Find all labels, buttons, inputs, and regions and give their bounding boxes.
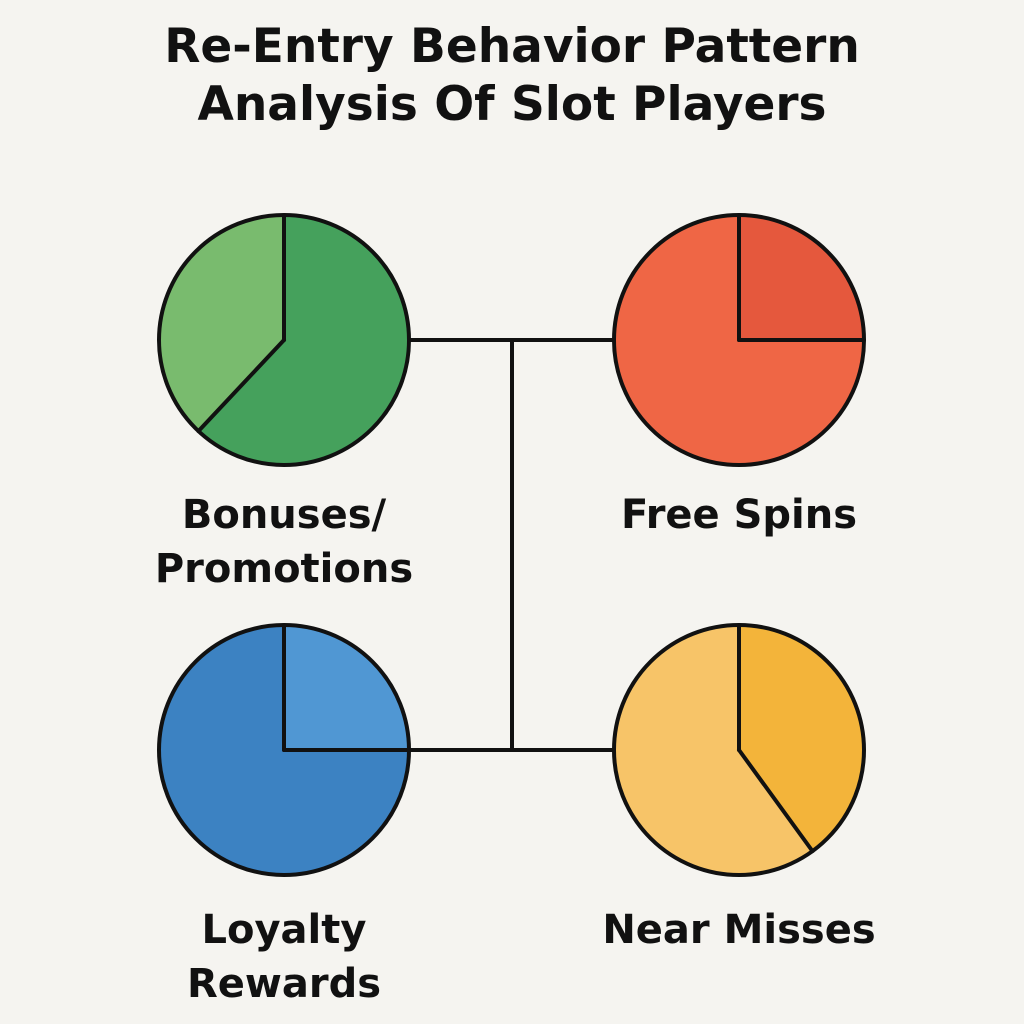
pie-slice (198, 215, 409, 466)
chart-title-line-2: Analysis Of Slot Players (197, 77, 827, 132)
pie-chart (157, 213, 411, 467)
pie-slice (614, 625, 813, 875)
pie-outline (157, 213, 411, 467)
pie-label-line: Loyalty (202, 907, 367, 953)
pie-outline (612, 213, 866, 467)
pie-label: Free Spins (621, 492, 857, 538)
pie-label: Bonuses/Promotions (155, 492, 413, 592)
pie-chart (612, 623, 866, 877)
chart-title: Re-Entry Behavior Pattern Analysis Of Sl… (0, 18, 1024, 134)
pie-label-line: Promotions (155, 546, 413, 592)
connector-lines (409, 338, 614, 752)
pie-slice (739, 625, 865, 852)
pie-slice-divider (737, 748, 815, 854)
pie-slice (284, 625, 409, 750)
pie-label: Near Misses (602, 907, 875, 953)
pie-chart (612, 213, 866, 467)
pie-slice (158, 215, 284, 432)
pie-group (157, 213, 866, 877)
pie-chart (157, 623, 411, 877)
pie-label-line: Rewards (187, 961, 381, 1007)
pie-slice (739, 215, 864, 340)
chart-title-line-1: Re-Entry Behavior Pattern (164, 19, 860, 74)
pie-label-line: Near Misses (602, 907, 875, 953)
pie-slice-divider (196, 338, 286, 434)
pie-label-line: Bonuses/ (182, 492, 387, 538)
pie-outline (157, 623, 411, 877)
pie-outline (612, 623, 866, 877)
pie-label-line: Free Spins (621, 492, 857, 538)
